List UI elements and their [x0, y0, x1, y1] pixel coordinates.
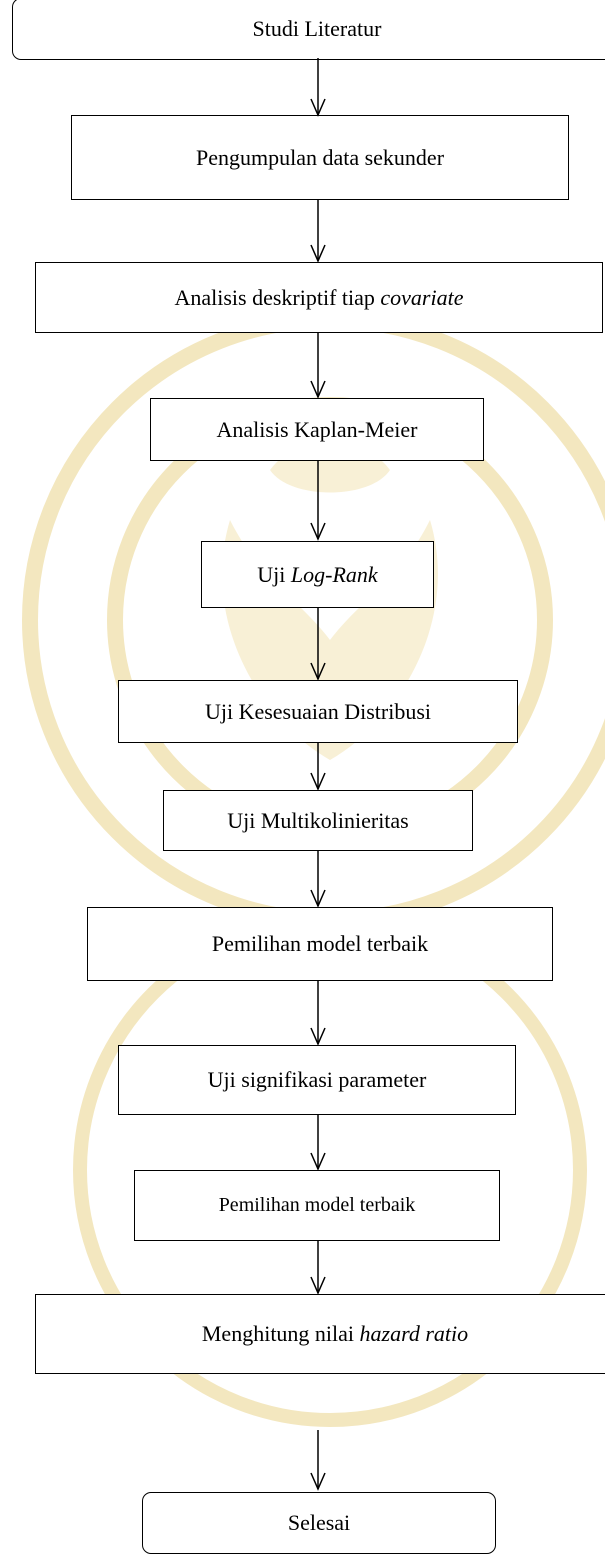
- flowchart-node-studi-literatur: Studi Literatur: [12, 0, 605, 60]
- flowchart-node-label: Uji Log-Rank: [257, 562, 377, 588]
- flow-arrow-uji-log-rank-to-uji-kesesuaian: [308, 608, 328, 681]
- label-text: Uji Multikolinieritas: [227, 807, 409, 833]
- flow-arrow-uji-multikolinieritas-to-pemilihan-model-1: [308, 851, 328, 908]
- flow-arrow-kaplan-meier-to-uji-log-rank: [308, 461, 328, 541]
- arrow-down-icon: [310, 608, 326, 681]
- arrow-down-icon: [310, 461, 326, 541]
- flowchart-node-pemilihan-model-1: Pemilihan model terbaik: [87, 907, 553, 981]
- flowchart-node-label: Analisis deskriptif tiap covariate: [174, 285, 463, 311]
- label-text: Analisis Kaplan-Meier: [216, 416, 418, 442]
- label-text: Studi Literatur: [252, 16, 382, 41]
- label-text: Uji signifikasi parameter: [207, 1067, 427, 1092]
- arrow-down-icon: [310, 1241, 326, 1295]
- arrow-down-icon: [310, 1430, 326, 1491]
- label-text: Pemilihan model terbaik: [218, 1194, 416, 1216]
- italic-term: covariate: [380, 284, 464, 310]
- label-text: Pemilihan model terbaik: [211, 931, 429, 956]
- flow-arrow-pemilihan-model-1-to-uji-signifikasi: [308, 981, 328, 1046]
- flow-arrow-pemilihan-model-2-to-hazard-ratio: [308, 1241, 328, 1295]
- flowchart-node-hazard-ratio: Menghitung nilai hazard ratio: [35, 1294, 605, 1374]
- flowchart-node-uji-signifikasi: Uji signifikasi parameter: [118, 1045, 516, 1115]
- flowchart-node-label: Menghitung nilai hazard ratio: [202, 1321, 468, 1347]
- flowchart-node-kaplan-meier: Analisis Kaplan-Meier: [150, 398, 484, 461]
- label-text: Analisis deskriptif tiap: [174, 284, 381, 310]
- flowchart-node-label: Selesai: [288, 1510, 350, 1536]
- label-text: Pengumpulan data sekunder: [195, 144, 445, 170]
- flowchart-node-uji-log-rank: Uji Log-Rank: [201, 541, 434, 608]
- flowchart-node-label: Uji signifikasi parameter: [208, 1067, 427, 1093]
- arrow-down-icon: [310, 981, 326, 1046]
- flow-arrow-pengumpulan-data-to-analisis-deskriptif: [308, 200, 328, 263]
- flowchart-node-label: Studi Literatur: [253, 16, 382, 42]
- flowchart-node-label: Pengumpulan data sekunder: [196, 145, 444, 171]
- label-text: Uji: [257, 561, 291, 587]
- flowchart-node-label: Uji Kesesuaian Distribusi: [205, 699, 431, 725]
- flowchart-node-selesai: Selesai: [142, 1492, 496, 1554]
- flowchart-node-uji-multikolinieritas: Uji Multikolinieritas: [163, 790, 473, 851]
- flowchart-node-label: Pemilihan model terbaik: [219, 1194, 416, 1217]
- flow-arrow-hazard-ratio-to-selesai: [308, 1430, 328, 1491]
- arrow-down-icon: [310, 743, 326, 791]
- arrow-down-icon: [310, 58, 326, 117]
- label-text: Selesai: [287, 1510, 351, 1535]
- flowchart-node-label: Analisis Kaplan-Meier: [217, 417, 418, 443]
- flowchart-node-label: Pemilihan model terbaik: [212, 931, 428, 957]
- flow-arrow-analisis-deskriptif-to-kaplan-meier: [308, 333, 328, 399]
- flowchart-node-analisis-deskriptif: Analisis deskriptif tiap covariate: [35, 262, 603, 333]
- flowchart-node-pemilihan-model-2: Pemilihan model terbaik: [134, 1170, 500, 1241]
- flowchart-node-pengumpulan-data: Pengumpulan data sekunder: [71, 115, 569, 200]
- italic-term: hazard ratio: [359, 1321, 469, 1346]
- flow-arrow-uji-kesesuaian-to-uji-multikolinieritas: [308, 743, 328, 791]
- arrow-down-icon: [310, 851, 326, 908]
- arrow-down-icon: [310, 1115, 326, 1171]
- flowchart-node-uji-kesesuaian: Uji Kesesuaian Distribusi: [118, 680, 518, 743]
- italic-term: Log-Rank: [290, 561, 378, 587]
- flow-arrow-studi-literatur-to-pengumpulan-data: [308, 58, 328, 117]
- label-text: Uji Kesesuaian Distribusi: [204, 698, 432, 724]
- flow-arrow-uji-signifikasi-to-pemilihan-model-2: [308, 1115, 328, 1171]
- arrow-down-icon: [310, 200, 326, 263]
- flowchart-node-label: Uji Multikolinieritas: [227, 808, 409, 834]
- label-text: Menghitung nilai: [201, 1321, 360, 1346]
- arrow-down-icon: [310, 333, 326, 399]
